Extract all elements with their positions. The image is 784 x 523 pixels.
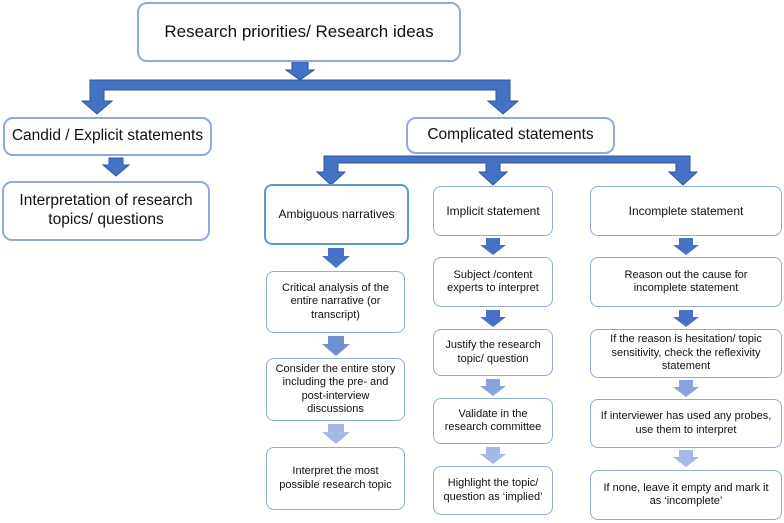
arrow-incomplete-2 — [673, 310, 699, 327]
arrow-ambiguous-1 — [322, 248, 350, 268]
incomplete-step-1: Reason out the cause for incomplete stat… — [590, 257, 782, 307]
ambiguous-step-1: Critical analysis of the entire narrativ… — [266, 271, 405, 333]
connector-bar-level1 — [80, 79, 520, 115]
ambiguous-narratives-box: Ambiguous narratives — [264, 184, 409, 245]
incomplete-step-3: If interviewer has used any probes, use … — [590, 399, 782, 448]
root-box: Research priorities/ Research ideas — [137, 2, 461, 62]
incomplete-step-2: If the reason is hesitation/ topic sensi… — [590, 329, 782, 378]
arrow-down-root — [284, 61, 316, 81]
implicit-step-1: Subject /content experts to interpret — [433, 257, 553, 307]
implicit-step-4: Highlight the topic/ question as ‘implie… — [433, 466, 553, 515]
implicit-statement-box: Implicit statement — [433, 186, 553, 236]
ambiguous-step-2: Consider the entire story including the … — [266, 358, 405, 421]
arrow-implicit-2 — [480, 310, 506, 327]
ambiguous-step-3: Interpret the most possible research top… — [266, 447, 405, 510]
complicated-statements-box: Complicated statements — [406, 117, 615, 154]
arrow-implicit-3 — [480, 379, 506, 396]
implicit-step-2: Justify the research topic/ question — [433, 329, 553, 376]
connector-bar-level2 — [315, 155, 699, 186]
incomplete-statement-box: Incomplete statement — [590, 186, 782, 236]
candid-statements-box: Candid / Explicit statements — [3, 117, 212, 156]
arrow-ambiguous-3 — [322, 424, 350, 444]
arrow-ambiguous-2 — [322, 336, 350, 356]
implicit-step-3: Validate in the research committee — [433, 398, 553, 444]
incomplete-step-4: If none, leave it empty and mark it as ‘… — [590, 470, 782, 520]
arrow-incomplete-3 — [673, 380, 699, 397]
interpretation-box: Interpretation of research topics/ quest… — [2, 181, 210, 241]
arrow-implicit-4 — [480, 447, 506, 464]
arrow-down-candid — [101, 157, 131, 177]
arrow-incomplete-4 — [673, 450, 699, 467]
arrow-incomplete-1 — [673, 238, 699, 255]
arrow-implicit-1 — [480, 238, 506, 255]
